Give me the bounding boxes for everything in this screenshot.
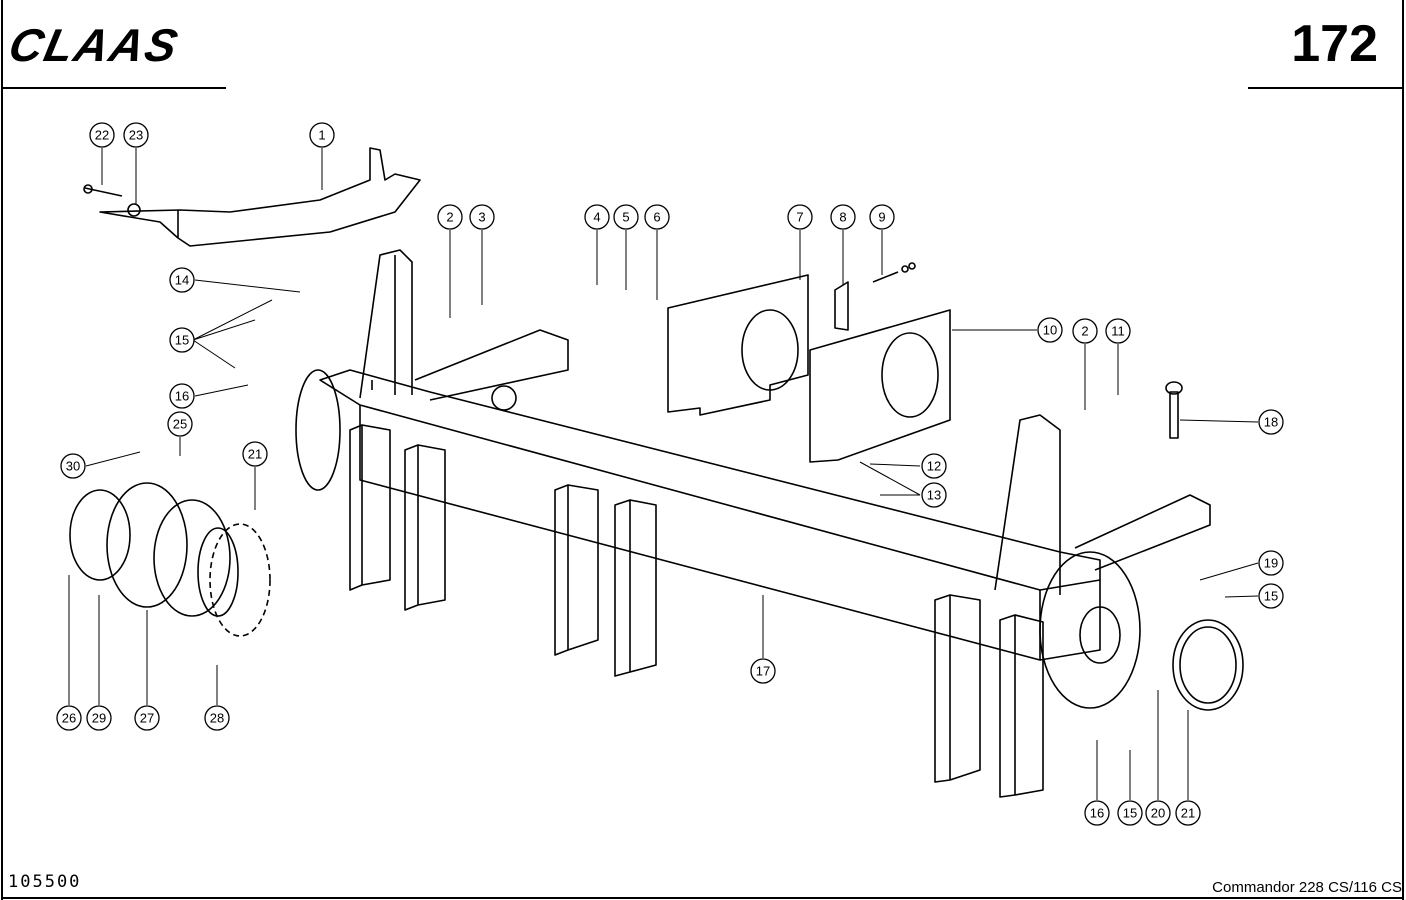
drawing-number: 105500 — [8, 872, 82, 892]
callout-2: 2 — [437, 204, 463, 230]
callout-5: 5 — [613, 204, 639, 230]
callout-label: 4 — [593, 210, 600, 225]
callout-16: 16 — [169, 383, 195, 409]
callout-label: 9 — [878, 210, 885, 225]
model-name: Commandor 228 CS/116 CS — [1212, 879, 1402, 896]
callout-17: 17 — [750, 658, 776, 684]
callout-8: 8 — [830, 204, 856, 230]
exploded-assembly — [69, 147, 1244, 798]
callout-29: 29 — [86, 705, 112, 731]
callout-15: 15 — [169, 327, 195, 353]
callout-label: 15 — [175, 333, 189, 348]
callout-label: 16 — [175, 389, 189, 404]
callout-label: 25 — [173, 417, 187, 432]
callout-label: 21 — [1181, 806, 1195, 821]
callout-label: 20 — [1151, 806, 1165, 821]
callout-7: 7 — [787, 204, 813, 230]
callout-13: 13 — [921, 482, 947, 508]
callout-label: 27 — [140, 711, 154, 726]
callout-label: 21 — [248, 447, 262, 462]
callout-label: 6 — [653, 210, 660, 225]
callout-label: 11 — [1111, 324, 1125, 339]
callout-27: 27 — [134, 705, 160, 731]
callout-label: 15 — [1123, 806, 1137, 821]
callout-label: 17 — [756, 664, 770, 679]
callout-label: 23 — [129, 128, 143, 143]
callout-9: 9 — [869, 204, 895, 230]
callout-label: 28 — [210, 711, 224, 726]
callout-21: 21 — [242, 441, 268, 467]
callout-28: 28 — [204, 705, 230, 731]
callout-4: 4 — [584, 204, 610, 230]
callout-23: 23 — [123, 122, 149, 148]
callout-label: 29 — [92, 711, 106, 726]
callout-21: 21 — [1175, 800, 1201, 826]
callout-12: 12 — [921, 453, 947, 479]
page-number: 172 — [1291, 15, 1378, 73]
callout-label: 8 — [839, 210, 846, 225]
callout-19: 19 — [1258, 550, 1284, 576]
callout-6: 6 — [644, 204, 670, 230]
callout-label: 10 — [1043, 323, 1057, 338]
callout-label: 19 — [1264, 556, 1278, 571]
callout-label: 18 — [1264, 415, 1278, 430]
callout-label: 1 — [318, 128, 325, 143]
callout-10: 10 — [1037, 317, 1063, 343]
callout-label: 26 — [62, 711, 76, 726]
callout-label: 3 — [478, 210, 485, 225]
callout-label: 2 — [1081, 324, 1088, 339]
callout-label: 5 — [622, 210, 629, 225]
callout-15: 15 — [1258, 583, 1284, 609]
callout-22: 22 — [89, 122, 115, 148]
callout-25: 25 — [167, 411, 193, 437]
callout-16: 16 — [1084, 800, 1110, 826]
callout-15: 15 — [1117, 800, 1143, 826]
callout-label: 13 — [927, 488, 941, 503]
callout-label: 14 — [175, 273, 189, 288]
callout-label: 7 — [796, 210, 803, 225]
leader-lines — [68, 148, 1259, 800]
callout-label: 30 — [66, 459, 80, 474]
callout-18: 18 — [1258, 409, 1284, 435]
callout-11: 11 — [1105, 318, 1131, 344]
callout-30: 30 — [60, 453, 86, 479]
callout-3: 3 — [469, 204, 495, 230]
callout-label: 2 — [446, 210, 453, 225]
callout-label: 22 — [95, 128, 109, 143]
callout-20: 20 — [1145, 800, 1171, 826]
callout-label: 12 — [927, 459, 941, 474]
callout-label: 16 — [1090, 806, 1104, 821]
callout-1: 1 — [309, 122, 335, 148]
callout-26: 26 — [56, 705, 82, 731]
callout-14: 14 — [169, 267, 195, 293]
callout-label: 15 — [1264, 589, 1278, 604]
callout-2: 2 — [1072, 318, 1098, 344]
